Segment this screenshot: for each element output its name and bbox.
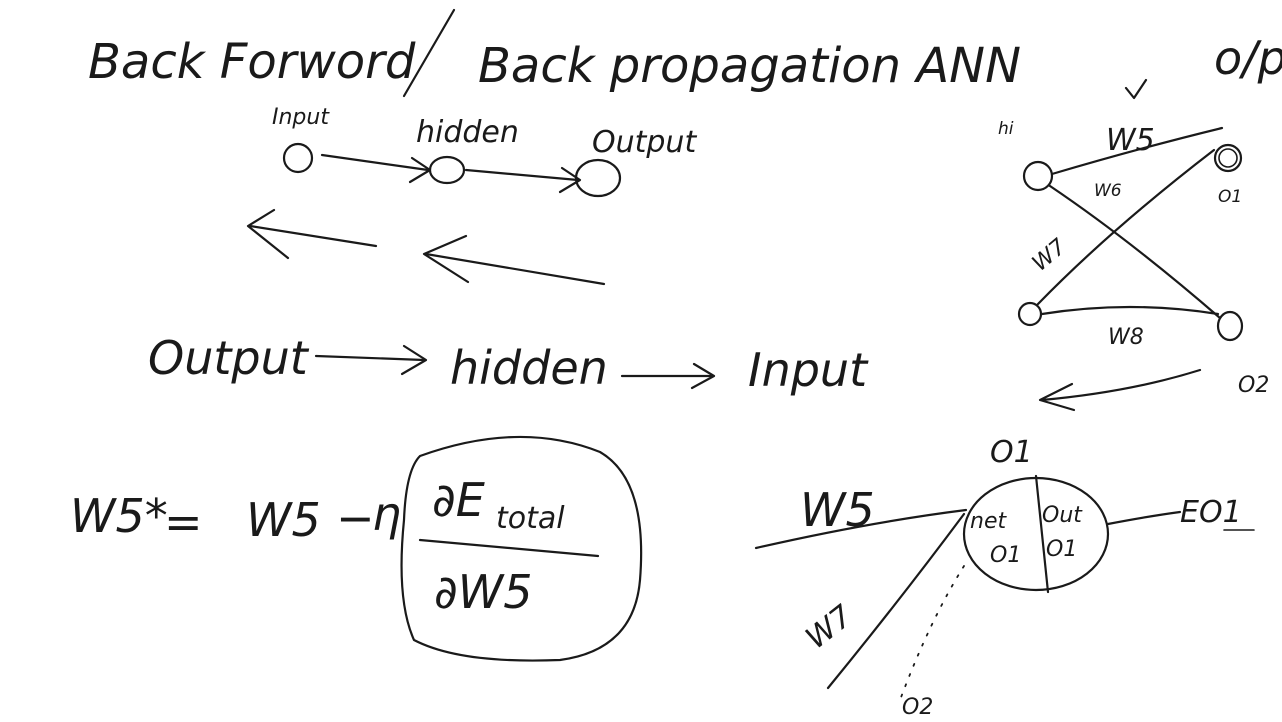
neuron-out-bottom: O1 bbox=[1046, 537, 1077, 562]
backward-arrow-1 bbox=[248, 224, 378, 248]
hidden-to-output-arrow bbox=[464, 168, 580, 182]
neuron-divider bbox=[1034, 474, 1050, 594]
network-back-arrow-head bbox=[1038, 382, 1076, 412]
backward-chain-arrow-1 bbox=[314, 354, 426, 362]
network-weight-w8: W8 bbox=[1108, 325, 1144, 350]
formula-w5: W5 bbox=[246, 493, 321, 547]
title-slash bbox=[402, 8, 456, 98]
forward-input-label: Input bbox=[272, 105, 330, 130]
backward-arrow-1-head bbox=[246, 208, 290, 260]
hidden-node bbox=[428, 155, 466, 185]
neuron-dotted-label: O2 bbox=[902, 695, 933, 720]
backward-output-label: Output bbox=[148, 331, 310, 385]
network-output-label-1: O1 bbox=[1218, 187, 1242, 207]
network-weight-w5: W5 bbox=[1106, 123, 1155, 158]
neuron-out-top: Out bbox=[1042, 503, 1083, 528]
formula-equals: = bbox=[164, 495, 203, 549]
network-output-node-2 bbox=[1216, 310, 1244, 342]
network-edge-w5 bbox=[1050, 126, 1224, 176]
formula-lhs: W5* bbox=[70, 489, 168, 543]
neuron-input-w7 bbox=[826, 512, 966, 690]
title-back-forward: Back Forword bbox=[88, 34, 416, 90]
network-edge-w7 bbox=[1036, 148, 1216, 306]
output-node bbox=[574, 158, 622, 198]
backward-hidden-label: hidden bbox=[450, 341, 608, 395]
formula-eta: η bbox=[372, 487, 401, 541]
title-op-label: o/p bbox=[1214, 31, 1282, 85]
neuron-error-label: EO1 bbox=[1180, 495, 1242, 530]
network-weight-w7: W7 bbox=[1028, 234, 1071, 276]
network-output-node-1 bbox=[1213, 143, 1243, 173]
input-node bbox=[282, 142, 314, 174]
neuron-input-w5 bbox=[754, 508, 968, 550]
forward-hidden-label: hidden bbox=[416, 115, 519, 150]
network-back-arrow bbox=[1040, 368, 1202, 402]
neuron-w7-label: W7 bbox=[799, 599, 859, 657]
formula-denominator: ∂W5 bbox=[434, 565, 533, 619]
formula-fraction-bar bbox=[418, 538, 600, 558]
network-output-node-1-inner bbox=[1218, 148, 1238, 168]
title-back-propagation: Back propagation ANN bbox=[478, 38, 1021, 94]
backward-arrow-2 bbox=[424, 252, 606, 286]
check-mark bbox=[1124, 78, 1148, 100]
backward-chain-arrow-2-head bbox=[690, 362, 716, 390]
backward-arrow-2-head bbox=[422, 234, 470, 284]
forward-output-label: Output bbox=[592, 125, 697, 160]
network-hidden-node-2 bbox=[1017, 301, 1043, 327]
input-to-hidden-arrow bbox=[320, 153, 430, 172]
hidden-to-output-arrowhead bbox=[558, 166, 582, 194]
neuron-net-top: net bbox=[970, 509, 1007, 534]
network-edge-w6 bbox=[1048, 184, 1222, 320]
formula-circled-box bbox=[400, 435, 643, 662]
neuron-output-line bbox=[1106, 510, 1182, 526]
backward-chain-arrow-1-head bbox=[400, 344, 428, 376]
formula-numerator: ∂E bbox=[432, 473, 485, 527]
neuron-net-bottom: O1 bbox=[990, 543, 1021, 568]
formula-subscript: total bbox=[496, 501, 565, 536]
network-hidden-node-1 bbox=[1022, 160, 1054, 192]
neuron-body bbox=[962, 476, 1110, 592]
network-edge-w8 bbox=[1040, 305, 1220, 316]
backward-input-label: Input bbox=[748, 343, 869, 397]
network-hidden-label: hi bbox=[998, 119, 1014, 139]
formula-minus: − bbox=[336, 491, 375, 545]
neuron-w5-label: W5 bbox=[800, 483, 875, 537]
network-output-label-2: O2 bbox=[1238, 373, 1269, 398]
neuron-top-label: O1 bbox=[990, 435, 1033, 470]
network-weight-w6: W6 bbox=[1094, 181, 1122, 201]
